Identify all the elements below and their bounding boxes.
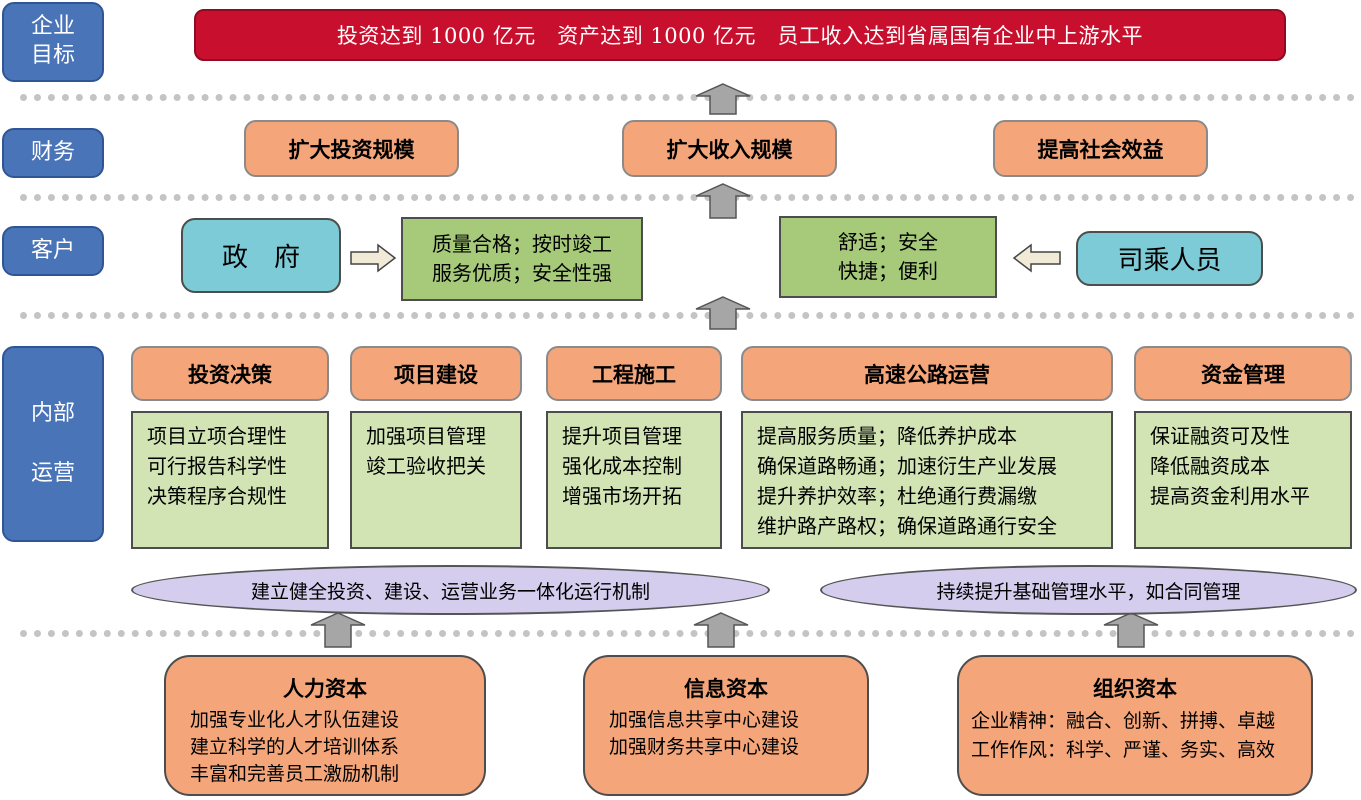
passenger-needs-line-2: 快捷；便利 (838, 259, 938, 283)
operation-detail-4: 提高服务质量；降低养护成本 确保道路畅通；加速衍生产业发展 提升养护效率；杜绝通… (741, 411, 1113, 549)
passengers-box: 司乘人员 (1076, 231, 1263, 286)
category-customer-label: 客户 (30, 237, 75, 263)
arrow-up-icon (695, 83, 751, 115)
operation-detail-3: 提升项目管理 强化成本控制 增强市场开拓 (546, 411, 722, 549)
operation-title-2: 项目建设 (350, 346, 522, 401)
mechanism-ellipse-2: 持续提升基础管理水平，如合同管理 (820, 565, 1357, 615)
separator-1 (20, 94, 1355, 101)
operation-title-4: 高速公路运营 (741, 346, 1113, 401)
government-box: 政 府 (181, 218, 341, 293)
capital-3-item-1: 企业精神：融合、创新、拼搏、卓越 (971, 710, 1276, 732)
operation-4-item-2: 确保道路畅通；加速衍生产业发展 (757, 454, 1057, 478)
operation-1-item-3: 决策程序合规性 (147, 484, 287, 508)
capital-box-2: 信息资本 加强信息共享中心建设 加强财务共享中心建设 (583, 655, 869, 796)
capital-1-item-3: 丰富和完善员工激励机制 (190, 763, 400, 785)
separator-3 (20, 312, 1355, 319)
operation-4-item-3: 提升养护效率；杜绝通行费漏缴 (757, 484, 1037, 508)
category-finance: 财务 (2, 128, 104, 178)
finance-box-1: 扩大投资规模 (244, 120, 459, 177)
category-internal: 内部 运营 (2, 346, 104, 542)
government-needs-box: 质量合格；按时竣工 服务优质；安全性强 (401, 217, 643, 301)
operation-detail-2: 加强项目管理 竣工验收把关 (350, 411, 522, 549)
arrow-up-icon (310, 612, 366, 648)
arrow-left-icon (1012, 243, 1061, 273)
operation-5-item-1: 保证融资可及性 (1150, 424, 1290, 448)
finance-box-3: 提高社会效益 (993, 120, 1208, 177)
operation-4-item-4: 维护路产路权；确保道路通行安全 (757, 514, 1057, 538)
operation-title-3: 工程施工 (546, 346, 722, 401)
government-needs-line-1: 质量合格；按时竣工 (432, 232, 612, 256)
mechanism-ellipse-1: 建立健全投资、建设、运营业务一体化运行机制 (131, 565, 770, 615)
capital-2-item-2: 加强财务共享中心建设 (609, 736, 800, 758)
capital-2-title: 信息资本 (684, 677, 768, 701)
goal-bar: 投资达到 1000 亿元 资产达到 1000 亿元 员工收入达到省属国有企业中上… (194, 9, 1286, 61)
passenger-needs-box: 舒适；安全 快捷；便利 (779, 216, 997, 298)
operation-2-item-1: 加强项目管理 (366, 424, 486, 448)
operation-1-item-1: 项目立项合理性 (147, 424, 287, 448)
category-goal-line2: 目标 (30, 43, 75, 68)
category-goal: 企业 目标 (2, 2, 104, 82)
operation-3-item-2: 强化成本控制 (562, 454, 682, 478)
operation-1-item-2: 可行报告科学性 (147, 454, 287, 478)
separator-2 (20, 194, 1355, 201)
operation-2-item-2: 竣工验收把关 (366, 454, 486, 478)
capital-1-item-1: 加强专业化人才队伍建设 (190, 709, 400, 731)
capital-1-item-2: 建立科学的人才培训体系 (190, 736, 400, 758)
government-needs-line-2: 服务优质；安全性强 (432, 261, 612, 285)
category-internal-line2: 运营 (30, 461, 75, 486)
operation-5-item-3: 提高资金利用水平 (1150, 484, 1310, 508)
capital-3-item-2: 工作作风：科学、严谨、务实、高效 (971, 739, 1276, 761)
category-goal-line1: 企业 (30, 14, 75, 40)
operation-title-1: 投资决策 (131, 346, 329, 401)
arrow-right-icon (350, 243, 397, 273)
capital-2-item-1: 加强信息共享中心建设 (609, 709, 800, 731)
finance-box-2: 扩大收入规模 (622, 120, 837, 177)
operation-4-item-1: 提高服务质量；降低养护成本 (757, 424, 1017, 448)
operation-3-item-3: 增强市场开拓 (562, 484, 682, 508)
capital-box-1: 人力资本 加强专业化人才队伍建设 建立科学的人才培训体系 丰富和完善员工激励机制 (164, 655, 486, 796)
category-finance-label: 财务 (30, 139, 75, 165)
arrow-up-icon (695, 183, 751, 219)
category-internal-line1: 内部 (30, 401, 75, 426)
capital-1-title: 人力资本 (283, 677, 367, 701)
separator-4 (20, 630, 1355, 637)
capital-3-title: 组织资本 (1093, 677, 1177, 701)
arrow-up-icon (695, 296, 751, 330)
arrow-up-icon (693, 612, 749, 648)
capital-box-3: 组织资本 企业精神：融合、创新、拼搏、卓越 工作作风：科学、严谨、务实、高效 (957, 655, 1313, 796)
category-customer: 客户 (2, 226, 104, 276)
operation-5-item-2: 降低融资成本 (1150, 454, 1270, 478)
operation-title-5: 资金管理 (1134, 346, 1352, 401)
operation-detail-1: 项目立项合理性 可行报告科学性 决策程序合规性 (131, 411, 329, 549)
operation-detail-5: 保证融资可及性 降低融资成本 提高资金利用水平 (1134, 411, 1352, 549)
passenger-needs-line-1: 舒适；安全 (838, 230, 938, 254)
arrow-up-icon (1103, 612, 1159, 648)
operation-3-item-1: 提升项目管理 (562, 424, 682, 448)
